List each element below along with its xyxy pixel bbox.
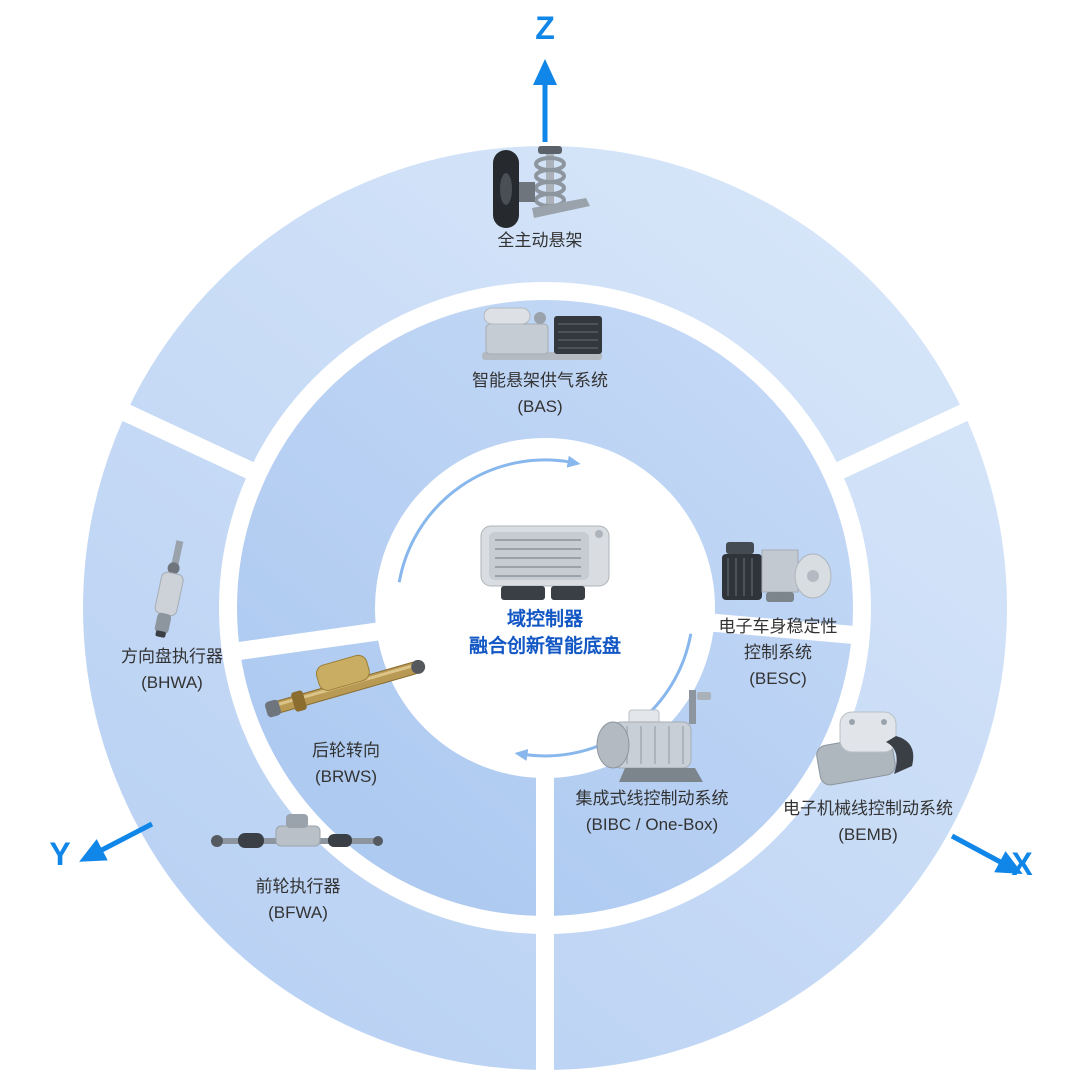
- y-axis-arrow: [79, 821, 154, 862]
- component-name2: 控制系统: [744, 643, 812, 662]
- component-code: (BHWA): [141, 673, 203, 692]
- full-active-suspension-image: [493, 146, 590, 228]
- label-bemb: 电子机械线控制动系统 (BEMB): [783, 796, 953, 848]
- component-code: (BIBC / One-Box): [585, 815, 719, 834]
- component-name: 后轮转向: [312, 741, 380, 760]
- domain-controller-image: [480, 525, 610, 600]
- label-besc: 电子车身稳定性 控制系统 (BESC): [719, 614, 838, 692]
- label-bas: 智能悬架供气系统 (BAS): [472, 368, 608, 420]
- component-code: (BRWS): [314, 767, 377, 786]
- x-axis-label: X: [1011, 846, 1033, 882]
- component-name: 全主动悬架: [497, 231, 583, 250]
- z-axis-label: Z: [535, 10, 555, 46]
- besc-image: [722, 542, 832, 602]
- component-code: (BEMB): [838, 825, 898, 844]
- label-brws: 后轮转向 (BRWS): [312, 738, 380, 790]
- component-code: (BESC): [749, 669, 807, 688]
- center-hub: [383, 446, 707, 770]
- label-bibc: 集成式线控制动系统 (BIBC / One-Box): [576, 786, 729, 838]
- brws-image: [265, 654, 426, 718]
- y-axis-label: Y: [49, 836, 71, 872]
- component-name: 集成式线控制动系统: [575, 789, 729, 808]
- component-code: (BAS): [517, 397, 563, 416]
- label-domain-controller: 域控制器 融合创新智能底盘: [469, 606, 621, 660]
- air-supply-system-image: [482, 307, 602, 360]
- center-subtitle: 融合创新智能底盘: [468, 636, 622, 657]
- x-axis-arrow: [950, 833, 1023, 874]
- component-name: 方向盘执行器: [121, 647, 223, 666]
- component-name: 电子车身稳定性: [718, 617, 838, 636]
- label-bfwa: 前轮执行器 (BFWA): [256, 874, 341, 926]
- coordinate-axes: [79, 59, 1023, 874]
- component-name: 电子机械线控制动系统: [783, 799, 953, 818]
- bhwa-image: [154, 540, 184, 638]
- component-code: (BFWA): [268, 903, 328, 922]
- component-name: 前轮执行器: [255, 877, 341, 896]
- bibc-image: [596, 690, 711, 782]
- label-full-active-suspension: 全主动悬架: [498, 228, 583, 254]
- center-title: 域控制器: [506, 609, 584, 630]
- bfwa-image: [211, 814, 383, 848]
- bemb-image: [816, 711, 914, 786]
- label-bhwa: 方向盘执行器 (BHWA): [121, 644, 223, 696]
- component-name: 智能悬架供气系统: [472, 371, 608, 390]
- inner-ring: [230, 300, 861, 924]
